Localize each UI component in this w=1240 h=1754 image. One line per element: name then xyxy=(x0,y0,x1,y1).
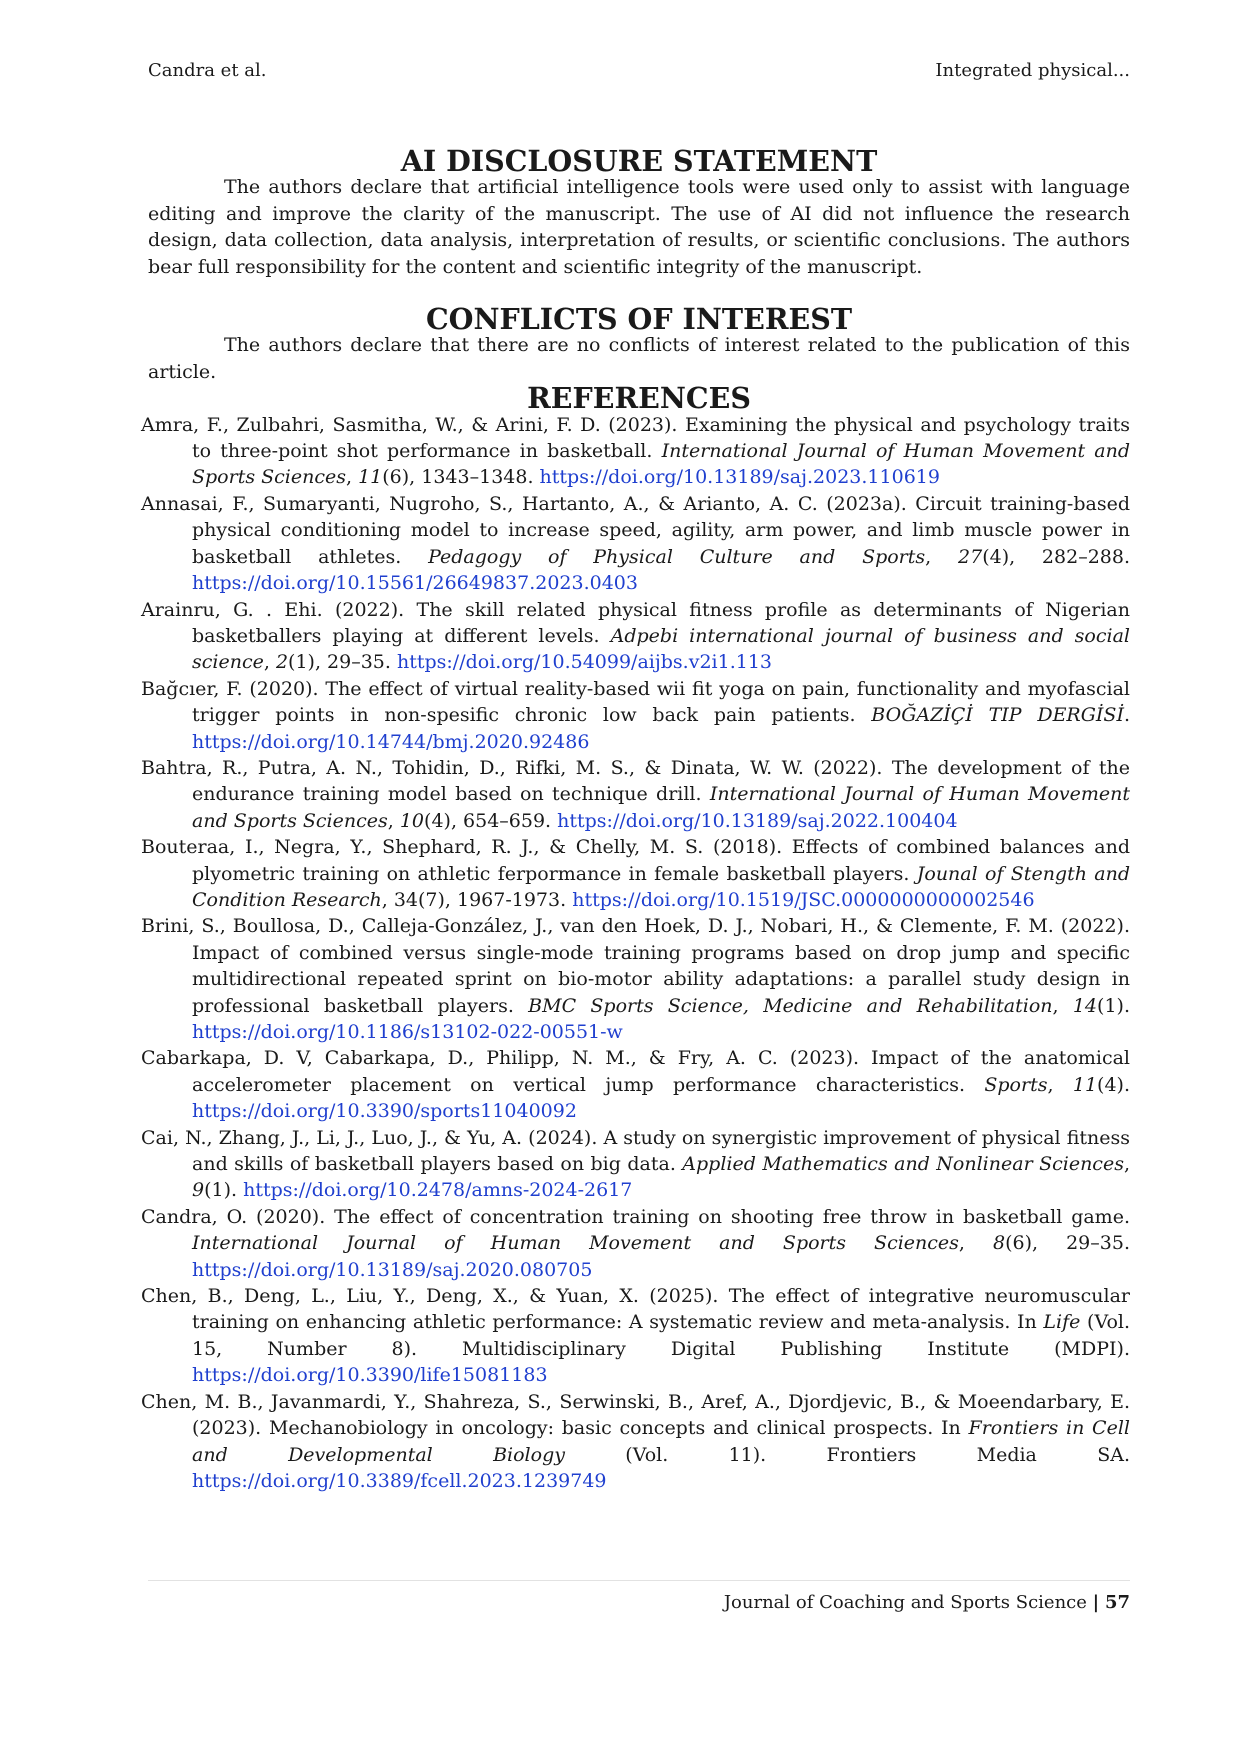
reference-item: Chen, M. B., Javanmardi, Y., Shahreza, S… xyxy=(141,1389,1130,1495)
running-header: Candra et al. Integrated physical... xyxy=(148,60,1130,81)
volume: 27 xyxy=(958,545,983,568)
reference-text: Arainru, G. . Ehi. (2022). The skill rel… xyxy=(141,598,1130,647)
reference-issue-pages: (1), 29–35. xyxy=(288,651,397,674)
doi-link[interactable]: https://doi.org/10.14744/bmj.2020.92486 xyxy=(192,730,590,753)
conflicts-title: CONFLICTS OF INTEREST xyxy=(425,302,853,337)
doi-link[interactable]: https://doi.org/10.13189/saj.2022.100404 xyxy=(557,809,958,832)
reference-text: Cabarkapa, D. V, Cabarkapa, D., Philipp,… xyxy=(141,1047,1130,1096)
journal-name: Sports xyxy=(984,1073,1048,1096)
reference-issue-pages: (4), 654–659. xyxy=(424,809,558,832)
reference-text: Amra, F., Zulbahri, Sasmitha, W., & Arin… xyxy=(141,413,1130,463)
journal-name: Pedagogy of Physical Culture and Sports xyxy=(428,545,926,568)
reference-item: Bağcıer, F. (2020). The effect of virtua… xyxy=(141,676,1130,755)
reference-issue-pages: (6), 1343–1348. xyxy=(382,466,540,489)
volume: 11 xyxy=(358,466,383,489)
reference-sep: , xyxy=(381,888,394,911)
reference-item: Cabarkapa, D. V, Cabarkapa, D., Philipp,… xyxy=(141,1045,1130,1124)
ai-disclosure-title: AI DISCLOSURE STATEMENT xyxy=(400,144,878,178)
volume: 14 xyxy=(1072,994,1098,1017)
volume: 10 xyxy=(399,809,425,832)
reference-text: Bahtra, R., Putra, A. N., Tohidin, D., R… xyxy=(141,756,1130,806)
reference-text: Candra, O. (2020). The effect of concent… xyxy=(141,1205,1130,1228)
journal-name: Adpebi international journal of business… xyxy=(192,624,1130,674)
reference-item: Bahtra, R., Putra, A. N., Tohidin, D., R… xyxy=(141,755,1130,834)
reference-text: Brini, S., Boullosa, D., Calleja-Gonzále… xyxy=(141,915,1130,1017)
journal-name: International Journal of Human Movement … xyxy=(192,783,1131,832)
reference-issue-pages: (1). xyxy=(1097,994,1130,1017)
volume: 9 xyxy=(192,1179,205,1202)
reference-item: Arainru, G. . Ehi. (2022). The skill rel… xyxy=(141,597,1130,676)
reference-item: Chen, B., Deng, L., Liu, Y., Deng, X., &… xyxy=(141,1283,1130,1389)
page-number: 57 xyxy=(1104,1592,1130,1613)
reference-text: Bağcıer, F. (2020). The effect of virtua… xyxy=(141,677,1130,727)
reference-item: Cai, N., Zhang, J., Li, J., Luo, J., & Y… xyxy=(141,1125,1130,1204)
doi-link[interactable]: https://doi.org/10.3390/life15081183 xyxy=(192,1364,548,1387)
reference-sep: , xyxy=(1052,994,1073,1017)
doi-link[interactable]: https://doi.org/10.15561/26649837.2023.0… xyxy=(192,572,638,595)
reference-text: Chen, M. B., Javanmardi, Y., Shahreza, S… xyxy=(141,1390,1130,1440)
reference-issue-pages: 34(7), 1967-1973. xyxy=(393,888,573,911)
reference-item: Annasai, F., Sumaryanti, Nugroho, S., Ha… xyxy=(141,491,1130,597)
journal-name: BMC Sports Science, Medicine and Rehabil… xyxy=(528,994,1053,1017)
journal-name: Frontiers in Cell and Developmental Biol… xyxy=(192,1417,1130,1466)
doi-link[interactable]: https://doi.org/10.13189/saj.2020.080705 xyxy=(192,1258,593,1281)
reference-issue-pages: (Vol. 11). Frontiers Media SA. xyxy=(564,1443,1130,1466)
footer-separator: | xyxy=(1092,1592,1100,1613)
doi-link[interactable]: https://doi.org/10.54099/aijbs.v2i1.113 xyxy=(396,651,772,674)
doi-link[interactable]: https://doi.org/10.1519/JSC.000000000000… xyxy=(572,888,1035,911)
reference-list: Amra, F., Zulbahri, Sasmitha, W., & Arin… xyxy=(141,412,1130,1495)
header-authors: Candra et al. xyxy=(148,60,267,81)
journal-name: Life xyxy=(1043,1311,1081,1334)
reference-issue-pages: (4). xyxy=(1097,1073,1130,1096)
journal-name: Applied Mathematics and Nonlinear Scienc… xyxy=(682,1153,1124,1176)
doi-link[interactable]: https://doi.org/10.3390/sports11040092 xyxy=(192,1100,577,1123)
reference-issue-pages: (Vol. 15, Number 8). Multidisciplinary D… xyxy=(192,1311,1130,1360)
reference-issue-pages: (1). xyxy=(204,1179,244,1202)
doi-link[interactable]: https://doi.org/10.1186/s13102-022-00551… xyxy=(192,1021,623,1043)
reference-sep: , xyxy=(925,545,958,568)
reference-sep: , xyxy=(387,809,400,832)
reference-sep: , xyxy=(1123,1153,1130,1176)
doi-link[interactable]: https://doi.org/10.2478/amns-2024-2617 xyxy=(243,1179,633,1202)
header-short-title: Integrated physical... xyxy=(935,60,1130,81)
reference-issue-pages: (6), 29–35. xyxy=(1005,1232,1130,1255)
journal-name: BOĞAZİÇİ TIP DERGİSİ xyxy=(871,704,1124,727)
reference-item: Amra, F., Zulbahri, Sasmitha, W., & Arin… xyxy=(141,412,1130,491)
page-footer: Journal of Coaching and Sports Science |… xyxy=(148,1592,1130,1613)
reference-issue-pages: . xyxy=(1123,704,1130,727)
reference-text: Chen, B., Deng, L., Liu, Y., Deng, X., &… xyxy=(141,1285,1130,1334)
main-content: AI DISCLOSURE STATEMENT The authors decl… xyxy=(141,144,1130,1495)
reference-sep: , xyxy=(958,1232,993,1255)
reference-text: Bouteraa, I., Negra, Y., Shephard, R. J.… xyxy=(141,836,1130,885)
reference-item: Bouteraa, I., Negra, Y., Shephard, R. J.… xyxy=(141,834,1130,913)
reference-sep: , xyxy=(345,466,359,489)
footer-journal: Journal of Coaching and Sports Science xyxy=(723,1592,1087,1613)
journal-name: International Journal of Human Movement … xyxy=(192,440,1130,489)
reference-sep: , xyxy=(263,651,276,674)
journal-name: Jounal of Stength and Condition Research xyxy=(192,862,1130,911)
reference-text: Annasai, F., Sumaryanti, Nugroho, S., Ha… xyxy=(141,492,1130,568)
footer-divider xyxy=(148,1580,1130,1581)
ai-disclosure-text: The authors declare that artificial inte… xyxy=(148,176,1130,278)
conflicts-text: The authors declare that there are no co… xyxy=(148,334,1130,383)
reference-item: Brini, S., Boullosa, D., Calleja-Gonzále… xyxy=(141,913,1130,1045)
journal-name: International Journal of Human Movement … xyxy=(192,1232,959,1255)
reference-sep: , xyxy=(1047,1073,1073,1096)
doi-link[interactable]: https://doi.org/10.13189/saj.2023.110619 xyxy=(539,466,940,489)
volume: 11 xyxy=(1072,1073,1098,1096)
reference-text: Cai, N., Zhang, J., Li, J., Luo, J., & Y… xyxy=(141,1126,1130,1176)
volume: 8 xyxy=(993,1232,1006,1255)
references-title: REFERENCES xyxy=(527,381,751,416)
volume: 2 xyxy=(275,651,289,674)
reference-item: Candra, O. (2020). The effect of concent… xyxy=(141,1204,1130,1283)
reference-issue-pages: (4), 282–288. xyxy=(982,545,1131,568)
doi-link[interactable]: https://doi.org/10.3389/fcell.2023.12397… xyxy=(192,1469,607,1492)
